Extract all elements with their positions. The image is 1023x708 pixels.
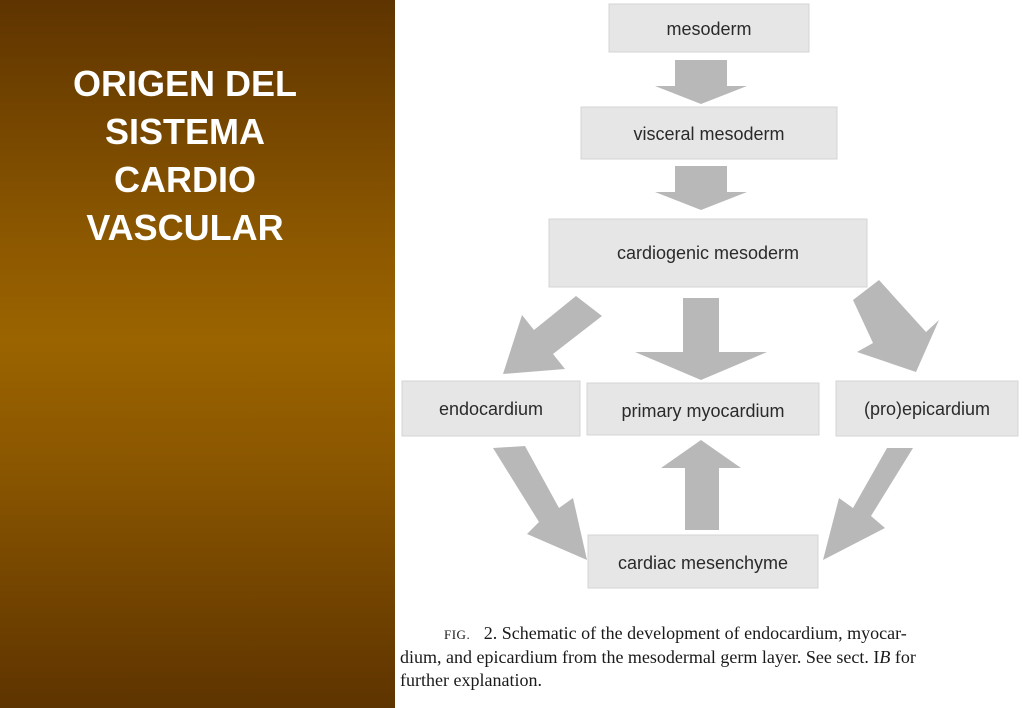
slide-title-line-1: ORIGEN DEL	[72, 63, 297, 104]
slide-title-line-4: VASCULAR	[86, 207, 284, 248]
development-flow-diagram: mesoderm visceral mesoderm cardiogenic m…	[401, 3, 1019, 589]
arrow-mesenchyme-to-myocardium	[661, 440, 741, 530]
caption-line-1-text: 2. Schematic of the development of endoc…	[483, 623, 907, 643]
slide-title-line-3: CARDIO	[114, 159, 256, 200]
caption-line-3: further explanation.	[400, 670, 542, 690]
node-mesoderm-label: mesoderm	[666, 19, 751, 39]
caption-line-2-italic: B	[879, 647, 891, 667]
caption-line-1: FIG. 2. Schematic of the development of …	[400, 622, 1012, 646]
node-primary-myocardium-label: primary myocardium	[621, 401, 784, 421]
arrow-cardiogenic-to-myocardium	[635, 298, 767, 380]
figure-caption: FIG. 2. Schematic of the development of …	[400, 622, 1012, 692]
node-endocardium-label: endocardium	[439, 399, 543, 419]
node-pro-epicardium: (pro)epicardium	[835, 380, 1019, 437]
arrow-cardiogenic-to-endocardium	[503, 296, 602, 374]
node-mesoderm: mesoderm	[608, 3, 810, 53]
caption-fig-label: FIG.	[444, 627, 471, 642]
arrow-endocardium-to-mesenchyme	[493, 446, 587, 560]
slide-title: ORIGEN DEL SISTEMA CARDIO VASCULAR	[20, 60, 350, 252]
arrow-epicardium-to-mesenchyme	[823, 448, 913, 560]
node-visceral-mesoderm-label: visceral mesoderm	[633, 124, 784, 144]
node-cardiac-mesenchyme-label: cardiac mesenchyme	[618, 553, 788, 573]
title-panel: ORIGEN DEL SISTEMA CARDIO VASCULAR	[0, 0, 395, 708]
slide-title-line-2: SISTEMA	[104, 111, 265, 152]
node-cardiac-mesenchyme: cardiac mesenchyme	[587, 534, 819, 589]
arrow-visceral-to-cardiogenic	[655, 166, 747, 210]
caption-line-2-text: dium, and epicardium from the mesodermal…	[400, 647, 880, 667]
node-cardiogenic-mesoderm: cardiogenic mesoderm	[548, 218, 868, 288]
node-pro-epicardium-label: (pro)epicardium	[864, 399, 990, 419]
node-cardiogenic-mesoderm-label: cardiogenic mesoderm	[617, 243, 799, 263]
arrow-mesoderm-to-visceral	[655, 60, 747, 104]
caption-line-2: dium, and epicardium from the mesodermal…	[400, 646, 1012, 669]
arrow-cardiogenic-to-epicardium	[853, 280, 939, 372]
node-primary-myocardium: primary myocardium	[586, 382, 820, 436]
node-endocardium: endocardium	[401, 380, 581, 437]
caption-line-2-end: for	[890, 647, 916, 667]
node-visceral-mesoderm: visceral mesoderm	[580, 106, 838, 160]
